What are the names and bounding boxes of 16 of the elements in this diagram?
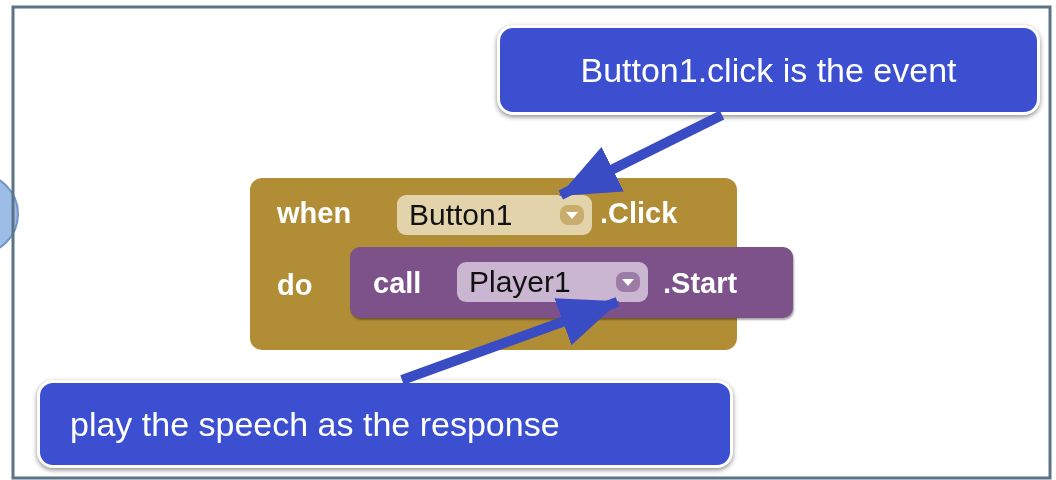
- block-label: when: [277, 196, 352, 231]
- arrow: [400, 297, 620, 385]
- callout-text: play the speech as the response: [70, 406, 561, 442]
- block-label: .Click: [600, 196, 678, 231]
- block-label: do: [277, 268, 313, 303]
- arrow: [558, 110, 725, 200]
- dropdown-value: Player1: [469, 264, 571, 300]
- method-call-block: [350, 247, 793, 318]
- dropdown-field: [457, 262, 648, 302]
- callout-box: [37, 380, 733, 468]
- block-label: call: [373, 266, 422, 301]
- dropdown-field: [397, 195, 592, 235]
- callout-box: [497, 25, 1040, 115]
- callout-text: Button1.click is the event: [579, 52, 958, 88]
- dropdown-value: Button1: [409, 197, 513, 233]
- block-label: .Start: [663, 266, 738, 301]
